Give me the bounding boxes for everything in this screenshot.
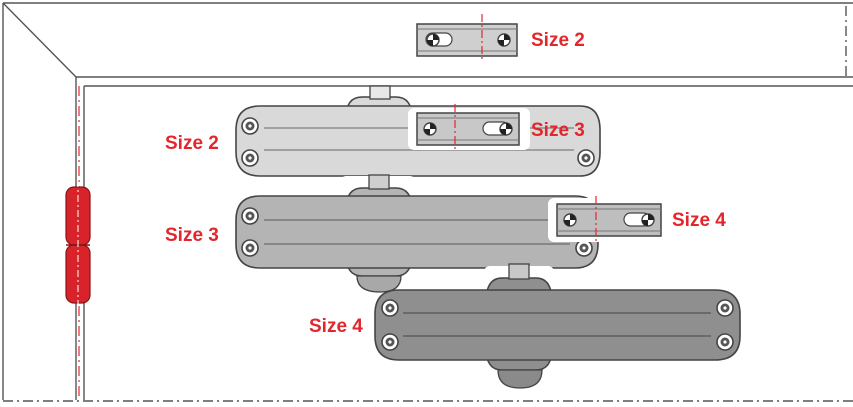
mounting-bracket-size-4 (548, 196, 670, 244)
bracket-size-4-label: Size 4 (672, 210, 726, 231)
bracket-size-3-label: Size 3 (531, 120, 585, 141)
hinge-icon (65, 180, 91, 310)
closer-size-2-label: Size 2 (165, 133, 219, 154)
mounting-bracket-size-3 (408, 104, 530, 150)
door-closer-size-3 (235, 174, 599, 293)
closer-size-4-label: Size 4 (309, 316, 363, 337)
mounting-bracket-size-2 (416, 14, 518, 62)
closer-size-3-label: Size 3 (165, 225, 219, 246)
door-closer-size-4 (374, 263, 741, 389)
bracket-size-2-label: Size 2 (531, 30, 585, 51)
